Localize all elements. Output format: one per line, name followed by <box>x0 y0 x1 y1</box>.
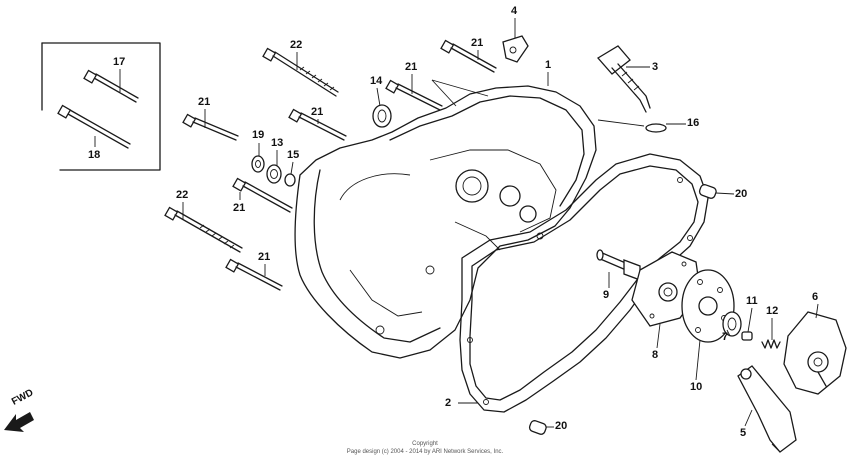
part-number-label: 10 <box>690 381 703 393</box>
disc-10 <box>681 269 735 343</box>
leader-lines <box>94 18 819 428</box>
copyright-line-1: Copyright <box>412 441 438 447</box>
o-ring-16 <box>645 123 667 133</box>
part-number-label: 9 <box>603 289 610 301</box>
washers <box>251 155 296 187</box>
inset-box <box>41 42 161 171</box>
part-number-label: 21 <box>258 251 271 263</box>
part-number-label: 17 <box>113 56 126 68</box>
part-number-label: 21 <box>311 106 324 118</box>
spring-12 <box>761 339 781 349</box>
part-number-label: 11 <box>746 295 758 307</box>
part-number-label: 19 <box>252 129 265 141</box>
part-number-label: 13 <box>271 137 284 149</box>
bolt-21-e <box>232 177 293 213</box>
part-number-label: 22 <box>290 39 303 51</box>
part-number-label: 1 <box>545 59 552 71</box>
part-number-label: 14 <box>370 75 383 87</box>
dowel-20-b <box>528 420 547 435</box>
copyright-line-2: Page design (c) 2004 - 2014 by ARI Netwo… <box>346 449 504 455</box>
part-number-label: 4 <box>511 5 518 17</box>
part-number-label: 22 <box>176 189 189 201</box>
bolt-17 <box>83 69 139 103</box>
bolt-21-c <box>182 113 239 141</box>
part-number-label: 21 <box>198 96 211 108</box>
part-number-label: 3 <box>652 61 659 73</box>
bolt-21-a <box>440 39 497 73</box>
oil-seal-14 <box>372 104 392 128</box>
part-number-label: 18 <box>88 149 101 161</box>
bolt-21-b <box>385 79 443 111</box>
part-number-label: 21 <box>405 61 418 73</box>
shaft-9 <box>596 249 641 281</box>
part-number-label: 8 <box>652 349 659 361</box>
part-number-label: 12 <box>766 305 779 317</box>
part-number-label: 21 <box>233 202 246 214</box>
fwd-arrow-icon <box>4 412 34 432</box>
bolt-22-top <box>262 47 339 97</box>
bolt-18 <box>57 104 131 149</box>
part-number-label: 21 <box>471 37 484 49</box>
dowel-20-a <box>698 184 717 199</box>
part-number-label: 6 <box>812 291 819 303</box>
part-number-label: 7 <box>722 331 729 343</box>
part-number-label: 15 <box>287 149 300 161</box>
part-number-label: 20 <box>555 420 568 432</box>
bolt-21-d <box>288 108 347 141</box>
filler-cap-3 <box>596 45 651 113</box>
part-number-label: 16 <box>687 117 700 129</box>
clip-4 <box>502 35 529 63</box>
lifter-plate-6 <box>783 311 847 395</box>
part-number-label: 20 <box>735 188 748 200</box>
bolt-22-left <box>164 206 243 253</box>
bolt-21-f <box>225 258 283 291</box>
lever-5 <box>737 365 797 453</box>
pin-11 <box>741 331 753 341</box>
crankcase-cover-1 <box>294 79 645 359</box>
part-number-label: 5 <box>740 427 747 439</box>
part-number-label: 2 <box>445 397 452 409</box>
